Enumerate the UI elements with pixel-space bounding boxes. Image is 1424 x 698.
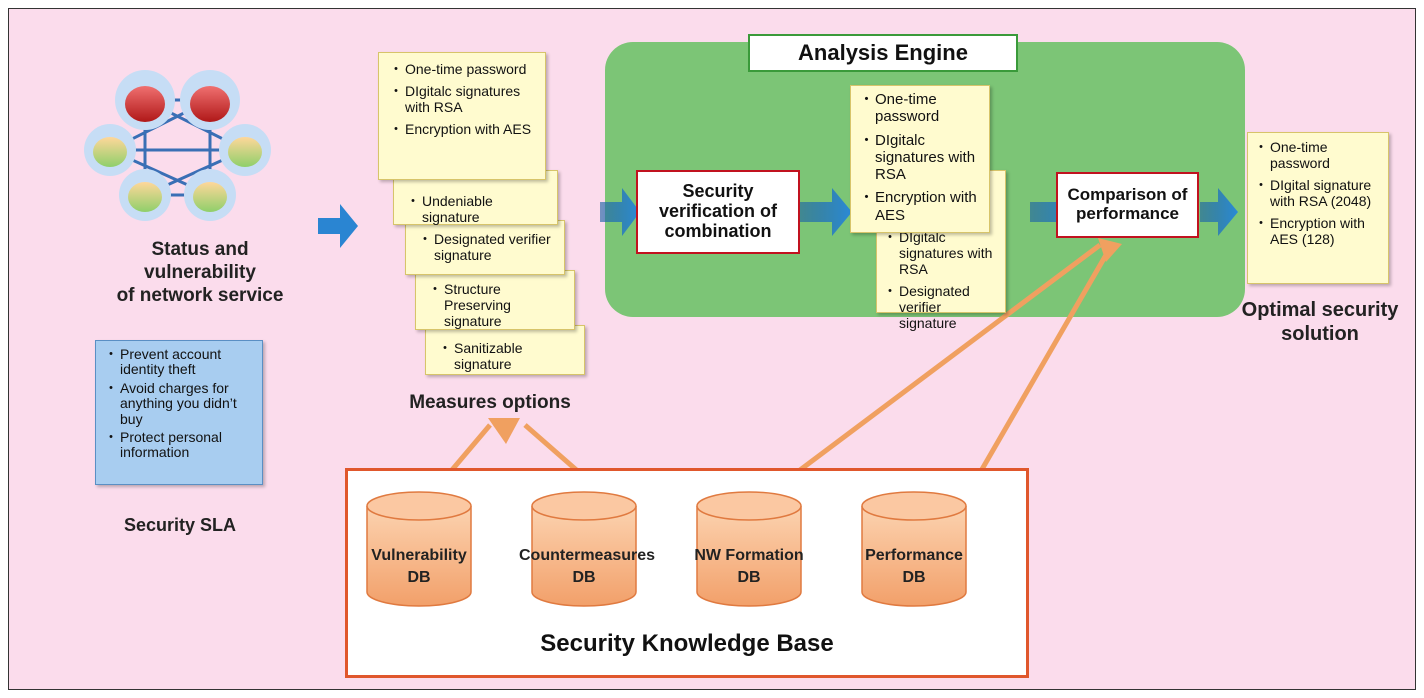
- engine-item: One-time password: [859, 91, 985, 126]
- countermeasures-db-label: Countermeasures DB: [519, 545, 656, 589]
- flow-arrow-icon: [318, 204, 358, 248]
- engine-item: Designated verifier signature: [883, 283, 1001, 331]
- measure-note-front: One-time password DIgitalc signatures wi…: [378, 52, 546, 180]
- optimal-item: Encryption with AES (128): [1254, 215, 1384, 247]
- flow-arrow-icon: [600, 188, 640, 236]
- db-label-line2: DB: [737, 569, 761, 586]
- sla-item: Prevent account identity theft: [104, 346, 254, 378]
- measure-item: One-time password: [389, 61, 539, 77]
- measures-options-label: Measures options: [409, 392, 571, 413]
- db-label-line2: DB: [407, 569, 431, 586]
- optimal-label-line1: Optimal security: [1241, 299, 1399, 321]
- optimal-label-line2: solution: [1281, 323, 1359, 345]
- flow-arrow-icon: [800, 188, 852, 236]
- network-label-line2: of network service: [116, 285, 284, 306]
- engine-item: Encryption with AES: [859, 189, 985, 224]
- measure-item: Structure Preserving signature: [428, 281, 568, 329]
- flow-arrow-icon: [1200, 188, 1238, 236]
- db-label-line1: Countermeasures: [519, 547, 656, 564]
- db-label-line2: DB: [902, 569, 926, 586]
- security-sla-note: Prevent account identity theft Avoid cha…: [95, 340, 263, 485]
- measure-item: Undeniable signature: [406, 193, 551, 225]
- performance-db-label: Performance DB: [854, 545, 974, 589]
- measure-item: DIgitalc signatures with RSA: [389, 83, 539, 115]
- db-label-line1: Vulnerability: [371, 547, 467, 564]
- security-sla-label: Security SLA: [123, 515, 237, 535]
- security-verification-box: Security verification of combination: [636, 170, 800, 254]
- engine-item: DIgitalc signatures with RSA: [859, 132, 985, 184]
- measure-note: Designated verifier signature: [405, 220, 565, 275]
- comparison-performance-box: Comparison of performance: [1056, 172, 1199, 238]
- database-icon: [531, 491, 637, 607]
- database-icon: [366, 491, 472, 607]
- network-label-line1: Status and vulnerability: [144, 239, 256, 283]
- measure-item: Encryption with AES: [389, 121, 539, 137]
- db-label-line1: Performance: [865, 547, 963, 564]
- measure-note: Structure Preserving signature: [415, 270, 575, 330]
- db-label-line2: DB: [572, 569, 596, 586]
- nw-formation-db-label: NW Formation DB: [684, 545, 814, 589]
- vulnerability-db-label: Vulnerability DB: [359, 545, 479, 589]
- engine-item: DIgitalc signatures with RSA: [883, 229, 1001, 277]
- optimal-solution-label: Optimal security solution: [1225, 298, 1415, 346]
- engine-note-front: One-time password DIgitalc signatures wi…: [850, 85, 990, 233]
- orange-arrowhead-icon: [488, 238, 1122, 444]
- optimal-solution-note: One-time password DIgital signature with…: [1247, 132, 1389, 284]
- measure-item: Sanitizable signature: [438, 340, 578, 372]
- network-service-label: Status and vulnerability of network serv…: [100, 238, 300, 307]
- optimal-item: DIgital signature with RSA (2048): [1254, 177, 1384, 209]
- db-label-line1: NW Formation: [694, 547, 804, 564]
- network-graph-icon: [84, 70, 271, 221]
- sla-item: Protect personal information: [104, 429, 254, 461]
- measure-item: Designated verifier signature: [418, 231, 558, 263]
- database-icon: [861, 491, 967, 607]
- knowledge-base-title: Security Knowledge Base: [540, 630, 834, 657]
- sla-item: Avoid charges for anything you didn’t bu…: [104, 380, 254, 427]
- analysis-engine-title: Analysis Engine: [748, 34, 1018, 72]
- measure-note: Sanitizable signature: [425, 325, 585, 375]
- database-icon: [696, 491, 802, 607]
- optimal-item: One-time password: [1254, 139, 1384, 171]
